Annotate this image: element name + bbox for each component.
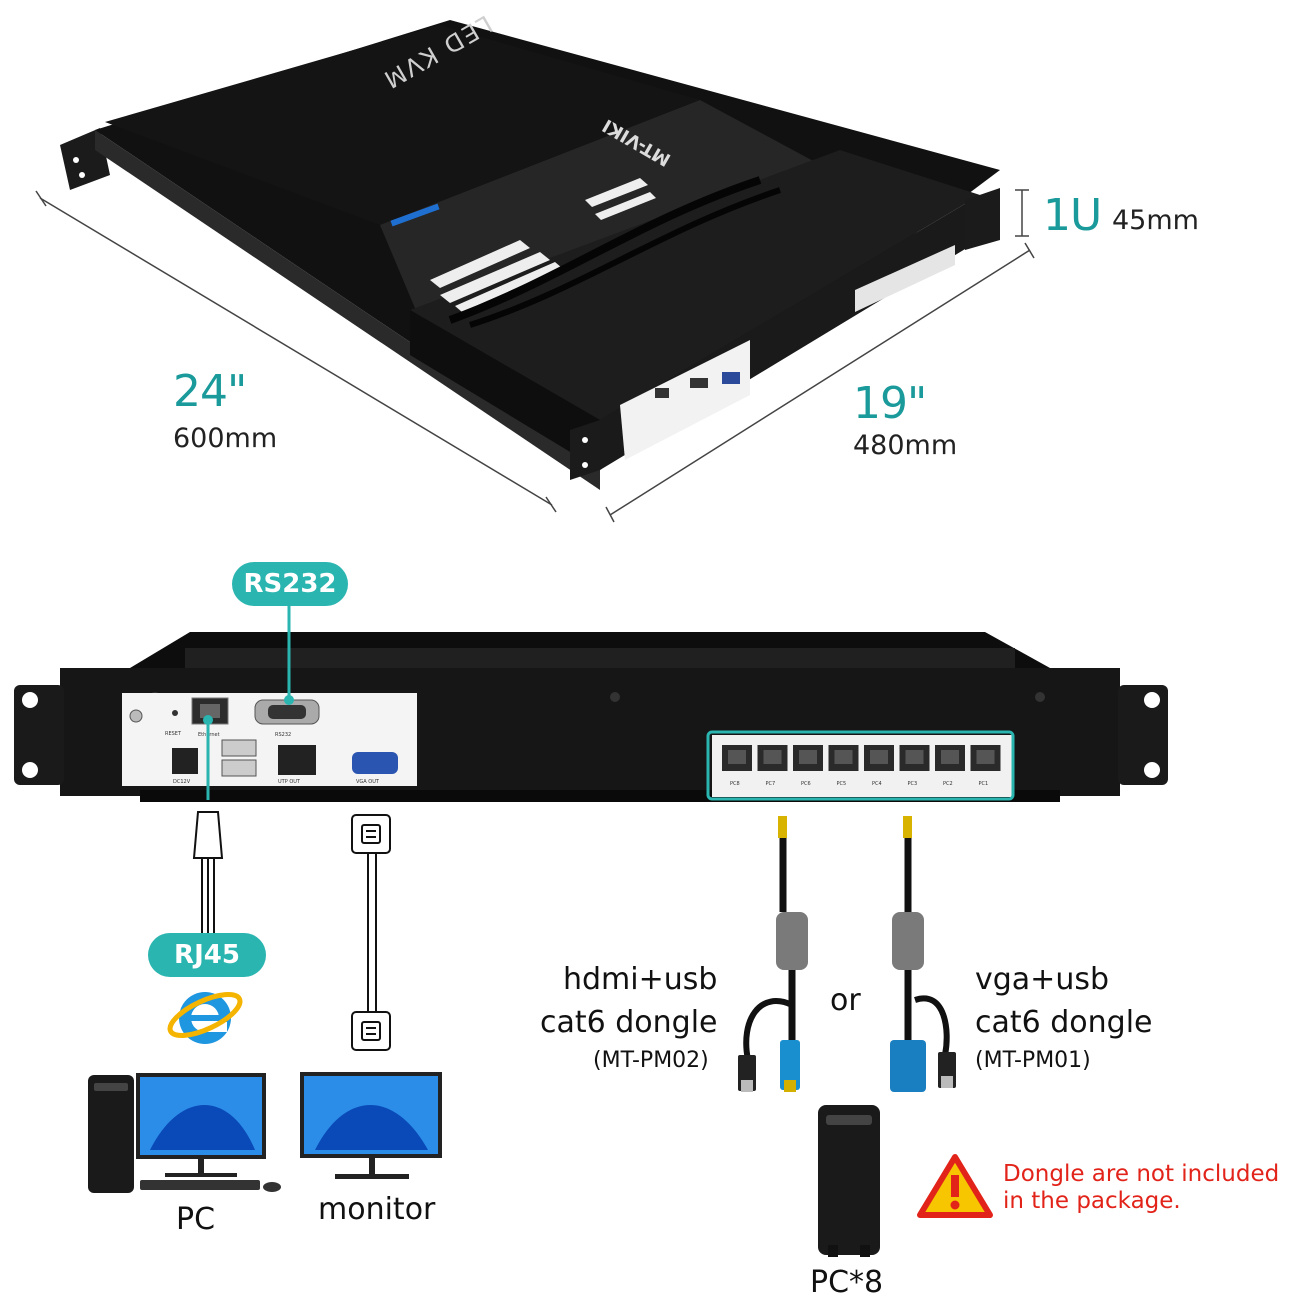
pc-port-socket [763,750,782,764]
pc-port-label: PC4 [872,781,882,787]
height-u: 1U [1043,190,1102,241]
depth-mm: 600mm [173,423,278,454]
pc-port-socket [728,750,746,764]
pc-port-label: PC1 [979,781,989,787]
or-label: or [830,983,861,1018]
pc-label: PC [176,1202,216,1237]
vga-dongle [890,816,956,1092]
hdmi-dongle [738,816,808,1092]
height-mm: 45mm [1112,205,1199,236]
vga-dongle-model: (MT-PM01) [975,1048,1091,1073]
pc-port-label: PC7 [766,781,776,787]
utp-label: UTP OUT [278,779,301,785]
pc-port-socket [976,750,995,764]
dc-label: DC12V [173,779,191,785]
pc-port-socket [870,750,888,764]
rj45-cable [192,811,224,935]
pc-illustration [88,1073,281,1193]
ports-highlight [706,730,1015,801]
pc-port-label: PC8 [730,781,740,787]
vga-label: VGA OUT [356,779,380,785]
warning-icon [917,1154,993,1218]
browser-icon [167,992,243,1044]
rs232-panel-label: RS232 [275,732,291,738]
pc-port-label: PC3 [908,781,918,787]
pc-port-socket [941,750,959,764]
hdmi-dongle-line2: cat6 dongle [540,1005,718,1040]
vga-cable [351,814,391,1051]
pc8-tower-illustration [818,1105,880,1257]
warning-line1: Dongle are not included [1003,1161,1280,1187]
monitor-illustration [300,1072,442,1179]
pc-port-socket [834,750,853,764]
pc-port-group: PC8 PC7 PC6 PC5 PC4 PC3 PC2 PC1 [722,745,1001,787]
kvm-rear-view: RESET Ethernet RS232 DC12V UTP OUT VGA O… [14,632,1168,802]
pc-port-socket [905,750,924,764]
vga-dongle-line1: vga+usb [975,962,1110,997]
hdmi-dongle-line1: hdmi+usb [563,962,718,997]
vga-dongle-line2: cat6 dongle [975,1005,1153,1040]
depth-inch: 24" [173,366,247,417]
rs232-callout: RS232 [232,562,348,606]
kvm-top-view [60,20,1000,490]
pc8-label: PC*8 [810,1265,884,1300]
hdmi-dongle-model: (MT-PM02) [593,1048,709,1073]
rj45-callout: RJ45 [148,933,266,977]
warning-line2: in the package. [1003,1188,1181,1214]
monitor-label: monitor [318,1192,436,1227]
width-mm: 480mm [853,430,958,461]
dimension-lines [35,189,1035,523]
reset-label: RESET [165,731,182,737]
width-inch: 19" [853,378,927,429]
pc-port-socket [799,750,817,764]
pc-port-label: PC5 [837,781,847,787]
pc-port-label: PC2 [943,781,953,787]
pc-port-label: PC6 [801,781,811,787]
